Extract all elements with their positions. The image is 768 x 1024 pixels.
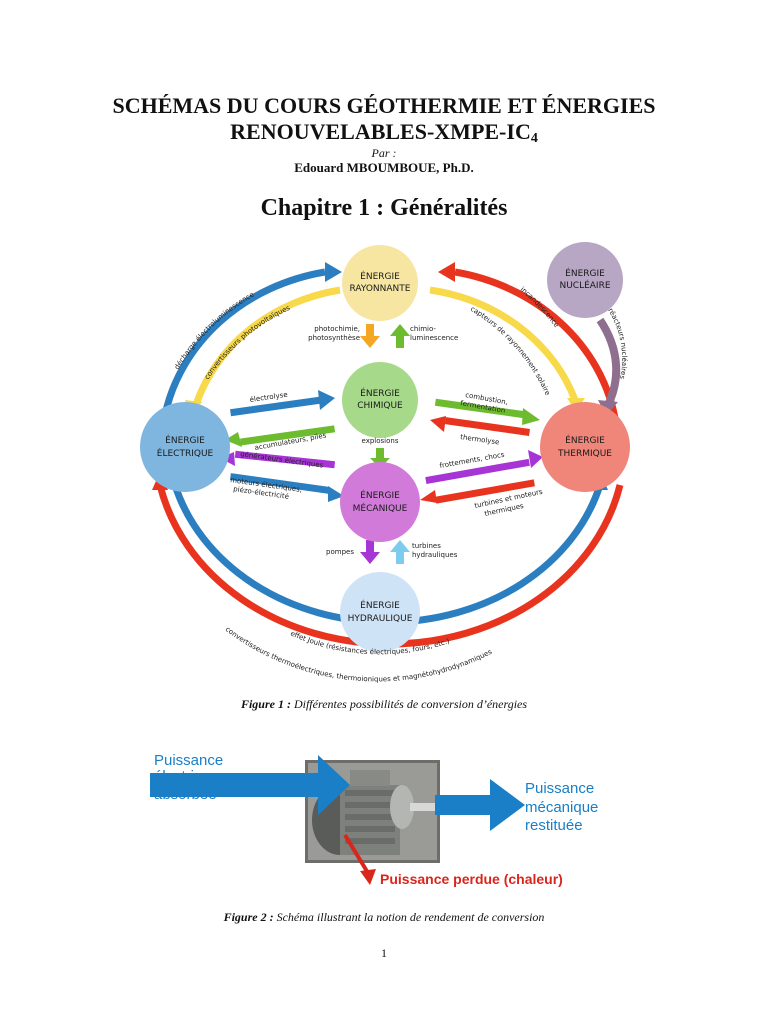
arrow-frottements-head <box>528 450 543 468</box>
label-pompes: pompes <box>326 548 354 556</box>
arrow-down-photochimie <box>366 324 374 336</box>
label-photochimie-1: photochimie, <box>314 325 360 333</box>
node-electrique-line1: ÉNERGIE <box>165 434 205 446</box>
efficiency-diagram: Puissance électrique absorbée Puissance … <box>150 752 598 887</box>
node-chimique-line2: CHIMIQUE <box>357 401 403 411</box>
arrow-turbines-hydro-head <box>390 540 410 552</box>
figure1-caption-label: Figure 1 : <box>240 697 291 711</box>
blue-arc-top-left-head <box>325 262 342 282</box>
input-label-line1: Puissance <box>154 752 223 769</box>
node-nucleaire-line2: NUCLÉAIRE <box>559 279 610 291</box>
node-chimique: ÉNERGIE CHIMIQUE <box>342 362 418 438</box>
title-line2-text: RENOUVELABLES-XMPE-IC <box>230 119 531 144</box>
blue-arc-top-left <box>161 268 326 416</box>
nuclear-arc <box>596 317 621 407</box>
document-title-line2: RENOUVELABLES-XMPE-IC4 <box>0 119 768 152</box>
figure1-caption-text: Différentes possibilités de conversion d… <box>290 697 528 711</box>
arrow-up-chimio <box>396 336 404 348</box>
by-label: Par : <box>371 146 397 160</box>
loss-arrow-head <box>360 869 376 885</box>
arrow-moteurs <box>229 473 330 494</box>
energy-conversion-diagram: ÉNERGIE RAYONNANTE ÉNERGIE NUCLÉAIRE ÉNE… <box>140 242 630 683</box>
arrow-up-chimio-head <box>390 324 410 336</box>
node-rayonnante: ÉNERGIE RAYONNANTE <box>342 245 418 321</box>
node-chimique-line1: ÉNERGIE <box>360 387 400 399</box>
node-hydraulique-line1: ÉNERGIE <box>360 599 400 611</box>
node-thermique-line1: ÉNERGIE <box>565 434 605 446</box>
label-chimio-1: chimio- <box>410 325 436 333</box>
node-electrique-line2: ÉLECTRIQUE <box>157 447 214 459</box>
arrow-turbines-moteurs-head <box>420 490 437 503</box>
label-explosions: explosions <box>362 437 399 445</box>
label-turbines-hydro-1: turbines <box>412 542 441 550</box>
input-power-arrow <box>150 755 350 815</box>
arrow-electrolyse <box>230 396 321 417</box>
arrow-combustion-head <box>522 408 540 425</box>
arrow-pompes <box>366 540 374 552</box>
label-convertisseurs-pv: convertisseurs photovoltaïques <box>203 304 292 381</box>
output-label-line3: restituée <box>525 817 583 834</box>
label-turbines-hydro-2: hydrauliques <box>412 551 458 559</box>
yellow-arc-right <box>429 286 579 402</box>
arrow-moteurs-head <box>328 486 344 502</box>
label-generateurs: générateurs électriques <box>240 450 324 470</box>
chapter-heading: Chapitre 1 : Généralités <box>260 195 508 221</box>
arrow-frottements <box>425 458 530 484</box>
arrow-accumulateurs-head <box>225 432 242 447</box>
yellow-arc-left <box>191 286 341 410</box>
arrow-accumulateurs <box>240 425 336 446</box>
arrow-down-photochimie-head <box>360 336 380 348</box>
loss-arrow-line <box>343 833 370 875</box>
node-nucleaire: ÉNERGIE NUCLÉAIRE <box>547 242 623 318</box>
node-thermique: ÉNERGIE THERMIQUE <box>540 402 630 492</box>
figure2-caption-label: Figure 2 : <box>223 910 274 924</box>
figure2-caption-text: Schéma illustrant la notion de rendement… <box>273 910 545 924</box>
arrow-turbines-hydro <box>396 552 404 564</box>
arrow-generateurs <box>234 450 336 469</box>
node-mecanique-line1: ÉNERGIE <box>360 489 400 501</box>
nuclear-arc-head <box>598 400 618 416</box>
author-name: Edouard MBOUMBOUE, Ph.D. <box>294 160 474 175</box>
title-subscript: 4 <box>530 131 538 146</box>
arrow-combustion <box>434 398 525 419</box>
node-mecanique-line2: MÉCANIQUE <box>353 502 408 514</box>
arrow-thermolyse <box>444 417 530 436</box>
node-hydraulique: ÉNERGIE HYDRAULIQUE <box>340 572 420 652</box>
output-label-line1: Puissance <box>525 780 594 797</box>
red-arc-top-right-head <box>438 262 455 282</box>
output-power-arrow <box>435 779 525 831</box>
figure2-caption: Figure 2 : Schéma illustrant la notion d… <box>0 910 768 925</box>
input-label-line3: absorbée <box>154 786 217 803</box>
node-rayonnante-line1: ÉNERGIE <box>360 270 400 282</box>
label-photochimie-2: photosynthèse <box>308 334 360 342</box>
node-mecanique: ÉNERGIE MÉCANIQUE <box>340 462 420 542</box>
figure1-caption: Figure 1 : Différentes possibilités de c… <box>0 697 768 712</box>
node-hydraulique-line2: HYDRAULIQUE <box>348 614 413 624</box>
label-thermolyse: thermolyse <box>460 433 500 446</box>
arrow-explosions-stem <box>376 448 384 458</box>
document-title-line1: SCHÉMAS DU COURS GÉOTHERMIE ET ÉNERGIES <box>112 93 656 118</box>
page-number: 1 <box>381 946 387 960</box>
input-label-line2: électrique <box>154 768 219 785</box>
node-rayonnante-line2: RAYONNANTE <box>350 284 411 294</box>
loss-label: Puissance perdue (chaleur) <box>380 871 563 887</box>
arrow-turbines-moteurs <box>435 479 535 504</box>
arrow-thermolyse-head <box>430 416 446 432</box>
node-thermique-line2: THERMIQUE <box>557 449 612 459</box>
red-arc-top-right <box>454 268 619 419</box>
label-chimio-2: luminescence <box>410 334 458 342</box>
arrow-electrolyse-head <box>318 390 335 410</box>
node-electrique: ÉNERGIE ÉLECTRIQUE <box>140 402 230 492</box>
output-label-line2: mécanique <box>525 799 598 816</box>
node-nucleaire-line1: ÉNERGIE <box>565 267 605 279</box>
arrow-pompes-head <box>360 552 380 564</box>
